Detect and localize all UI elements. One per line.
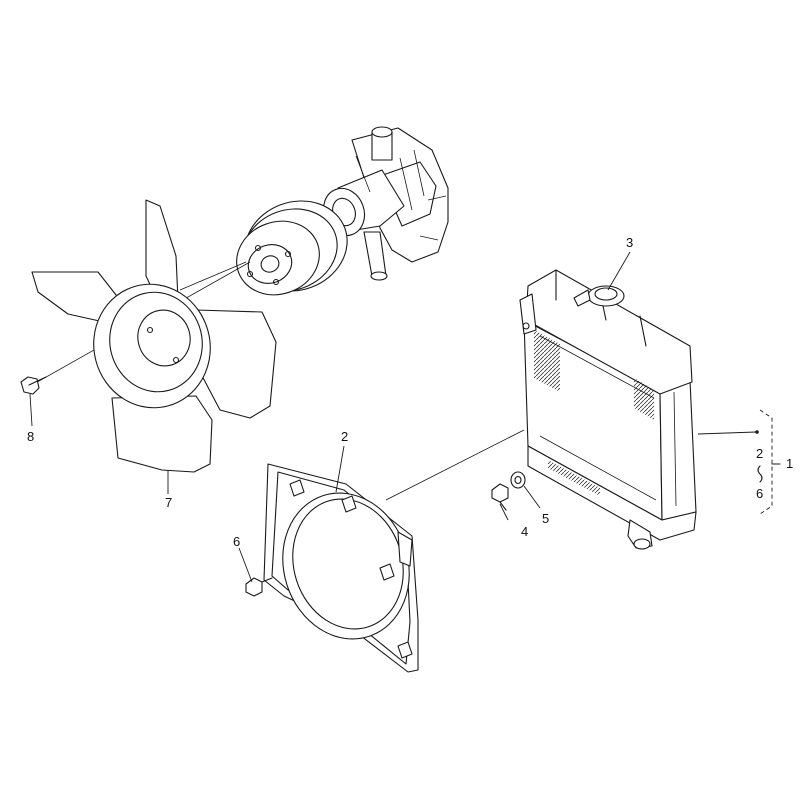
callout-7: 7 — [165, 495, 172, 510]
callout-6: 6 — [233, 534, 240, 549]
fan-pulley-axis — [179, 261, 247, 291]
callout-3: 3 — [626, 235, 633, 250]
callout-2: 2 — [341, 429, 348, 444]
callout-1: 1 — [786, 456, 793, 471]
fan-pulley — [236, 200, 348, 296]
assembly-bracket — [757, 409, 781, 515]
callout-2-bracket: 2 — [756, 446, 763, 461]
radiator-assembly — [519, 269, 697, 550]
callout-5: 5 — [542, 511, 549, 526]
cooling-fan — [31, 199, 277, 473]
drain-cock — [491, 483, 509, 511]
callout-6-bracket: 6 — [756, 486, 763, 501]
fan-shroud — [263, 463, 419, 673]
leader-lines — [29, 251, 759, 583]
fan-bolt — [20, 376, 47, 395]
callout-4: 4 — [521, 524, 528, 539]
drain-washer — [510, 471, 526, 489]
shroud-bolt — [245, 577, 273, 597]
callout-8: 8 — [27, 429, 34, 444]
shroud-mount-line — [385, 429, 525, 501]
water-pump — [322, 126, 449, 281]
